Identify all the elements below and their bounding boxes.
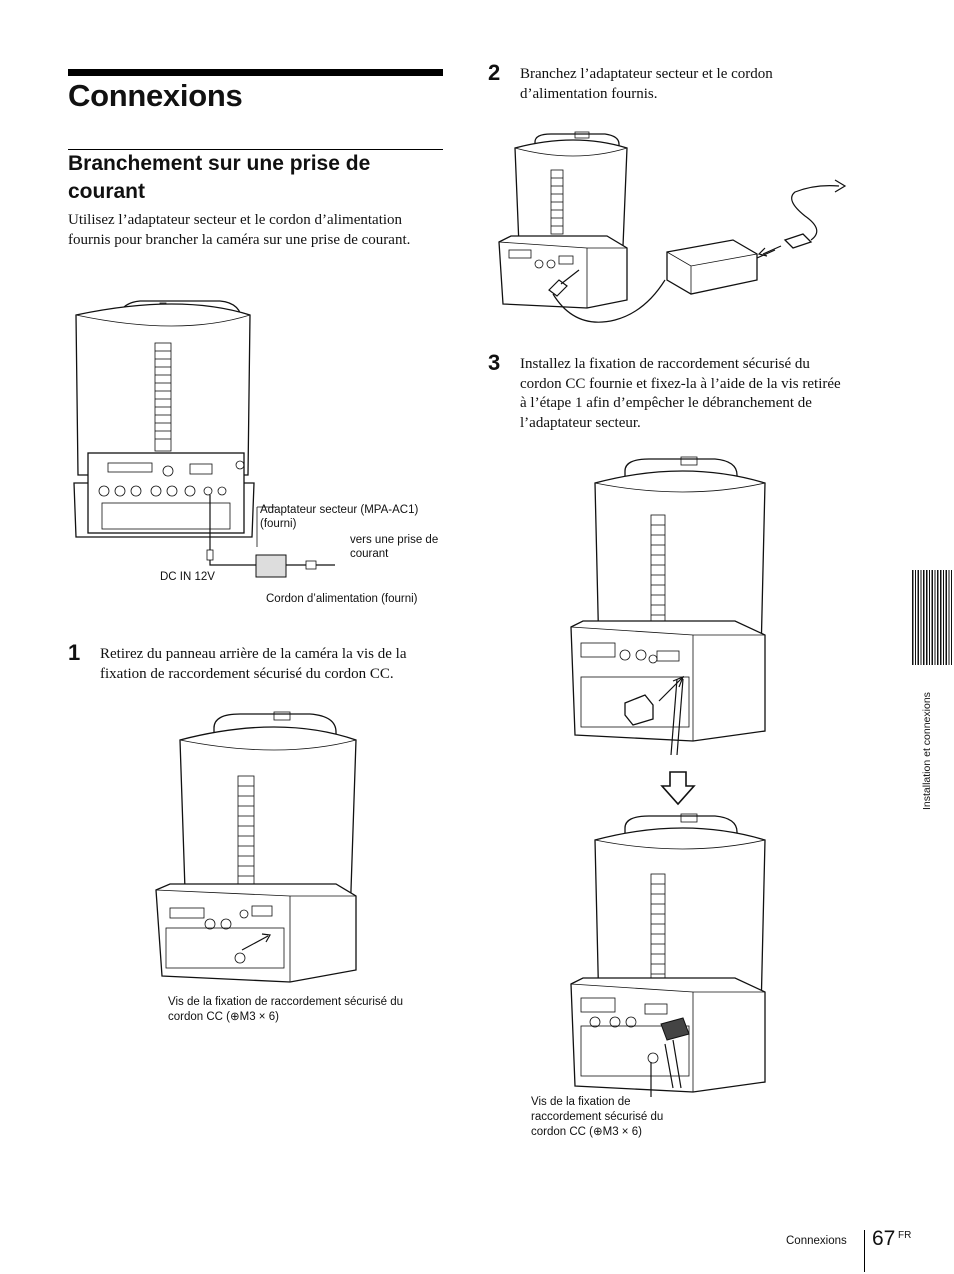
- step-3-text: Installez la fixation de raccordement sé…: [520, 356, 841, 431]
- step-1-text: Retirez du panneau arrière de la caméra …: [100, 646, 407, 682]
- camera-screw-removal-figure: [155, 711, 357, 983]
- intro-paragraph: Utilisez l’adaptateur secteur et le cord…: [68, 212, 411, 248]
- step-1-number: 1: [68, 640, 81, 665]
- footer-section: Connexions: [786, 1235, 847, 1247]
- step-1-screw-label-2: cordon CC (⊕M3 × 6): [168, 1011, 279, 1023]
- chapter-tab-label: Installation et connexions: [921, 692, 933, 810]
- title-rule: [68, 69, 443, 76]
- step-2-number: 2: [488, 60, 501, 85]
- cord-label: Cordon d’alimentation (fourni): [266, 593, 418, 605]
- adapter-label: Adaptateur secteur (MPA-AC1) (fourni): [260, 504, 419, 530]
- outlet-label: vers une prise de courant: [350, 534, 439, 560]
- dc-in-label: DC IN 12V: [160, 571, 215, 583]
- footer-rule: [864, 1230, 865, 1272]
- step-3-screw-label-1: Vis de la fixation de: [531, 1096, 631, 1108]
- step-3-screw-label-3: cordon CC (⊕M3 × 6): [531, 1126, 642, 1138]
- page-number: 67: [872, 1227, 896, 1250]
- chapter-tab: [912, 570, 952, 665]
- step-3-number: 3: [488, 350, 501, 375]
- section-rule: [68, 149, 443, 150]
- camera-adapter-figure: [498, 131, 847, 323]
- camera-bracket-after-figure: [570, 813, 766, 1097]
- page-title: Connexions: [68, 78, 243, 113]
- camera-bracket-before-figure: [570, 456, 766, 756]
- camera-rear-figure: [73, 300, 335, 578]
- step-2-text: Branchez l’adaptateur secteur et le cord…: [520, 66, 773, 102]
- step-1-screw-label-1: Vis de la fixation de raccordement sécur…: [168, 996, 404, 1008]
- section-title: Branchement sur une prise de courant: [68, 152, 371, 203]
- down-arrow-icon: [660, 771, 696, 806]
- step-3-screw-label-2: raccordement sécurisé du: [531, 1111, 664, 1123]
- language-code: FR: [898, 1230, 912, 1241]
